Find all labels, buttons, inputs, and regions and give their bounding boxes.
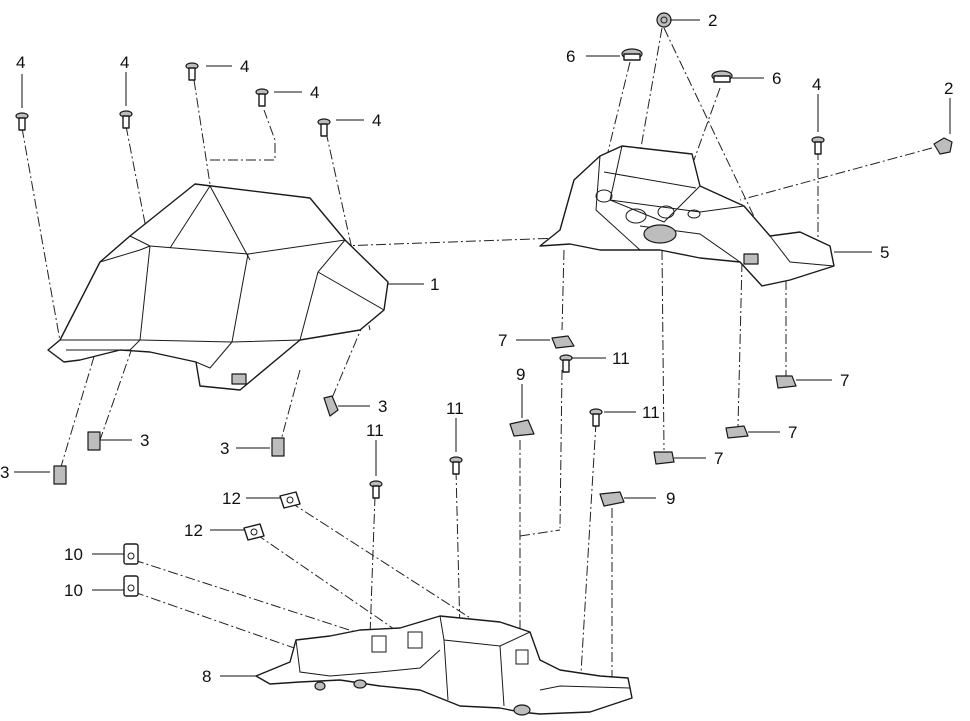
callout-12-a: 12 [222, 489, 241, 508]
grommet-parts [621, 12, 953, 155]
upper-bracket-part [539, 145, 835, 287]
nut-10a [123, 543, 139, 565]
screw-11d [369, 480, 383, 499]
callout-4-f: 4 [812, 75, 821, 94]
screw-4d [255, 88, 269, 107]
callout-3-a: 3 [378, 397, 387, 416]
callout-4-c: 4 [240, 57, 249, 76]
clip-3d [323, 395, 339, 417]
callout-9-b: 9 [666, 489, 675, 508]
callout-numbers: 2 6 6 4 4 4 4 4 4 2 1 5 7 11 9 7 3 11 11… [0, 11, 953, 686]
callout-10-a: 10 [64, 545, 83, 564]
callout-10-b: 10 [64, 581, 83, 600]
clip-parts-3 [53, 395, 339, 485]
callout-6-right: 6 [772, 69, 781, 88]
screw-11a [559, 354, 573, 373]
screw-4f [811, 136, 825, 155]
screw-11b [589, 408, 603, 427]
callout-4-b: 4 [120, 53, 129, 72]
callout-1: 1 [430, 275, 439, 294]
clip-3b [87, 431, 101, 451]
nut-12a [279, 491, 301, 509]
clip-parts-7-9 [509, 335, 797, 507]
callout-11-a: 11 [612, 349, 630, 368]
clip-7a [551, 335, 575, 349]
lower-frame-part [255, 615, 633, 716]
callout-9-a: 9 [516, 365, 525, 384]
grommet-6b [711, 70, 733, 83]
hood-cover-part [47, 183, 389, 391]
callout-11-d: 11 [366, 421, 384, 440]
grommet-2a [656, 12, 672, 28]
callout-12-b: 12 [184, 521, 203, 540]
screw-4b [119, 110, 133, 129]
callout-4-a: 4 [16, 53, 25, 72]
screw-4a [15, 112, 29, 131]
nut-parts [123, 491, 301, 597]
callout-11-c: 11 [642, 403, 660, 422]
callout-7-a: 7 [498, 331, 507, 350]
leader-lines [14, 19, 951, 677]
callout-4-d: 4 [310, 83, 319, 102]
callout-6-left: 6 [566, 47, 575, 66]
callout-7-d: 7 [714, 449, 723, 468]
callout-2-top: 2 [708, 11, 717, 30]
clip-7d [653, 451, 675, 465]
clip-3c [271, 437, 285, 457]
clip-7c [725, 425, 749, 439]
nut-12b [243, 523, 265, 541]
callout-7-b: 7 [840, 371, 849, 390]
screw-11c [449, 456, 463, 475]
callout-3-d: 3 [0, 463, 9, 482]
callout-5: 5 [880, 243, 889, 262]
callout-11-b: 11 [446, 399, 464, 418]
callout-7-c: 7 [788, 423, 797, 442]
grommet-6a [621, 48, 643, 61]
clip-9a [509, 419, 535, 437]
callout-8: 8 [202, 667, 211, 686]
callout-3-c: 3 [220, 439, 229, 458]
screw-parts-11 [369, 354, 603, 499]
clip-7b [775, 375, 797, 389]
callout-2-right: 2 [944, 79, 953, 98]
clip-3a [53, 465, 67, 485]
screw-parts-4 [15, 62, 825, 155]
assembly-lines [21, 27, 933, 691]
nut-10b [123, 575, 139, 597]
screw-4e [317, 118, 331, 137]
clip-9b [599, 491, 625, 507]
callout-4-e: 4 [372, 111, 381, 130]
callout-3-b: 3 [140, 431, 149, 450]
screw-4c [185, 62, 199, 81]
grommet-2b [933, 137, 953, 155]
